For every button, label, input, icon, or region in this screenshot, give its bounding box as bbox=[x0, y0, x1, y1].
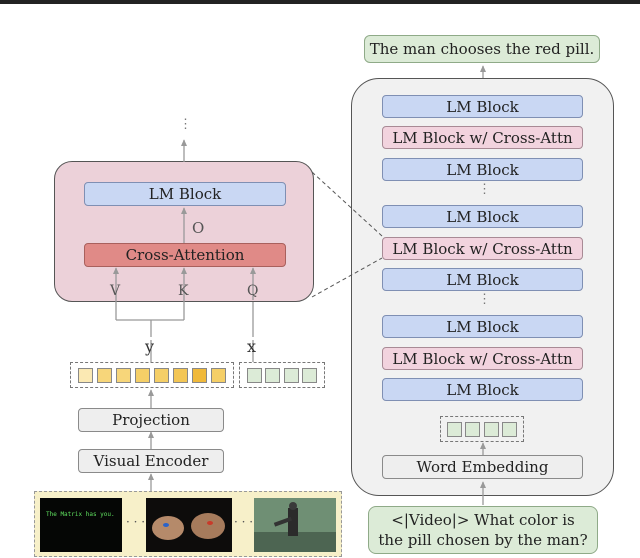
v-label: V bbox=[110, 283, 121, 299]
input-token bbox=[501, 421, 517, 437]
lm-block-3: LM Block bbox=[382, 205, 583, 228]
stack-ellipsis-1: ⋮ bbox=[478, 182, 491, 197]
input-token bbox=[483, 421, 499, 437]
lm-block-4: LM Block bbox=[382, 268, 583, 291]
x-label: x bbox=[247, 337, 257, 356]
video-frame-1: The Matrix has you. bbox=[40, 498, 122, 552]
visual-token bbox=[192, 367, 207, 383]
input-token bbox=[447, 421, 463, 437]
left-top-ellipsis: ⋮ bbox=[179, 117, 192, 132]
lm-block-5: LM Block bbox=[382, 315, 583, 338]
input-prompt-line-2: the pill chosen by the man? bbox=[378, 531, 588, 549]
o-label: O bbox=[192, 219, 205, 237]
q-label: Q bbox=[247, 283, 259, 299]
frame1-caption: The Matrix has you. bbox=[46, 511, 115, 518]
word-embedding-block: Word Embedding bbox=[382, 455, 583, 479]
lm-cross-block-3: LM Block w/ Cross-Attn bbox=[382, 347, 583, 370]
visual-token bbox=[78, 367, 93, 383]
text-tokens bbox=[239, 362, 325, 388]
text-token bbox=[265, 367, 281, 383]
input-prompt: <|Video|> What color is the pill chosen … bbox=[368, 506, 598, 554]
visual-token bbox=[154, 367, 169, 383]
video-frame-2 bbox=[146, 498, 232, 552]
left-lm-block: LM Block bbox=[84, 182, 286, 206]
frame-dots-1: · · · bbox=[126, 515, 146, 529]
visual-token bbox=[135, 367, 150, 383]
input-prompt-line-1: <|Video|> What color is bbox=[391, 511, 575, 529]
lm-block-2: LM Block bbox=[382, 158, 583, 181]
text-token bbox=[302, 367, 318, 383]
k-label: K bbox=[178, 283, 189, 299]
text-token bbox=[246, 367, 262, 383]
lm-block-6: LM Block bbox=[382, 378, 583, 401]
lm-cross-block-1: LM Block w/ Cross-Attn bbox=[382, 126, 583, 149]
lm-cross-block-2: LM Block w/ Cross-Attn bbox=[382, 237, 583, 260]
cross-attention-block: Cross-Attention bbox=[84, 243, 286, 267]
visual-encoder-block: Visual Encoder bbox=[78, 449, 224, 473]
projection-block: Projection bbox=[78, 408, 224, 432]
text-token bbox=[283, 367, 299, 383]
hands-image bbox=[152, 513, 225, 540]
frame-dots-2: · · · bbox=[234, 515, 254, 529]
lm-block-1: LM Block bbox=[382, 95, 583, 118]
top-rule bbox=[0, 0, 640, 4]
y-label: y bbox=[145, 337, 155, 356]
visual-token bbox=[211, 367, 226, 383]
video-frame-3 bbox=[254, 498, 336, 552]
input-tokens bbox=[440, 416, 524, 442]
input-token bbox=[465, 421, 481, 437]
stack-ellipsis-2: ⋮ bbox=[478, 292, 491, 307]
visual-token bbox=[173, 367, 188, 383]
scene-image bbox=[254, 498, 336, 552]
visual-tokens bbox=[70, 362, 234, 388]
visual-token bbox=[116, 367, 131, 383]
output-text: The man chooses the red pill. bbox=[364, 35, 600, 63]
visual-token bbox=[97, 367, 112, 383]
